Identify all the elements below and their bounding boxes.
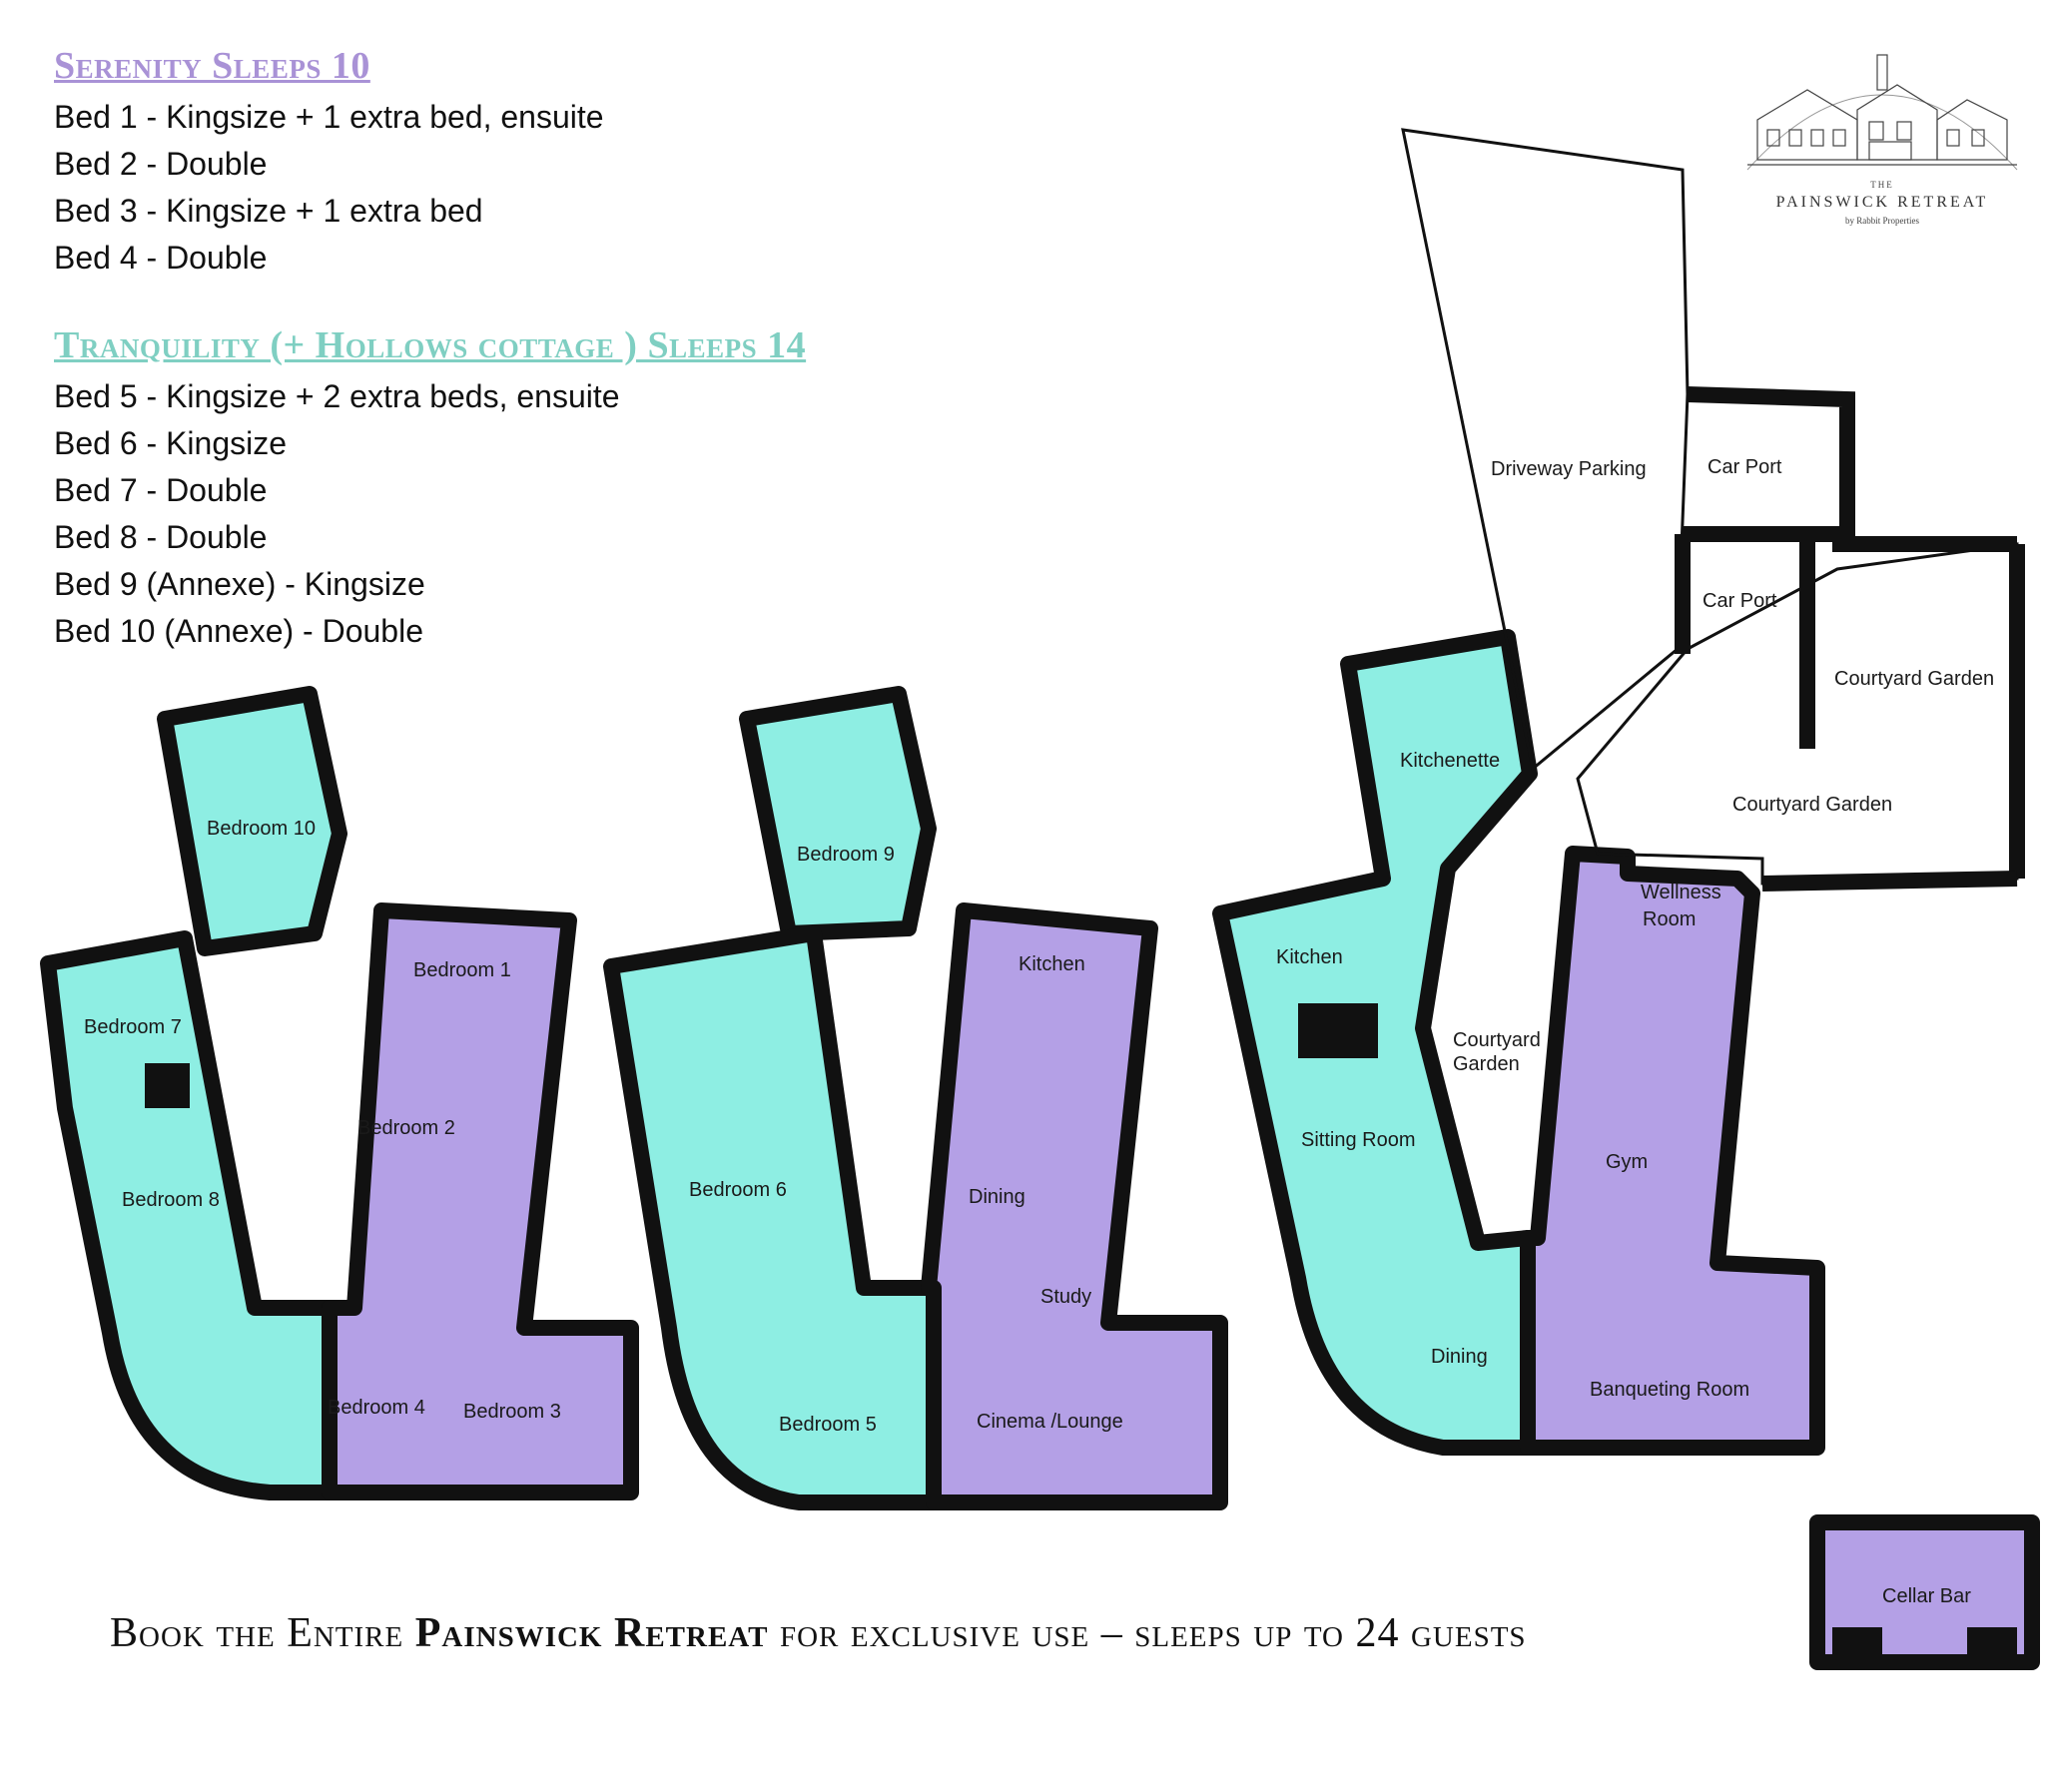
car-port-2-label: Car Port: [1703, 590, 1777, 612]
bedroom-8-label: Bedroom 8: [122, 1189, 220, 1211]
legend: Serenity Sleeps 10 Bed 1 - Kingsize + 1 …: [54, 44, 953, 655]
tagline: Book the Entire Painswick Retreat for ex…: [110, 1609, 1767, 1657]
tagline-suffix: for exclusive use – sleeps up to 24 gues…: [768, 1610, 1527, 1656]
bedroom-10-area: [157, 686, 347, 956]
bed-7-line: Bed 7 - Double: [54, 472, 268, 508]
courtyard-garden-small-label-1: Courtyard: [1453, 1029, 1541, 1051]
bedroom-5-6-wing: [603, 925, 942, 1510]
kitchen-b-label: Kitchen: [1276, 946, 1343, 968]
courtyard-garden-label: Courtyard Garden: [1732, 794, 1892, 816]
bedroom-7-8-wing: [40, 930, 338, 1500]
gym-label: Gym: [1606, 1151, 1648, 1173]
bedroom-6-label: Bedroom 6: [689, 1179, 787, 1201]
car-port-1-label: Car Port: [1707, 456, 1782, 478]
bedroom-5-label: Bedroom 5: [779, 1414, 877, 1436]
bedroom-1-4-wing: [322, 902, 639, 1500]
bed-8-line: Bed 8 - Double: [54, 519, 268, 555]
bedroom-3-label: Bedroom 3: [463, 1401, 561, 1423]
bed-2-line: Bed 2 - Double: [54, 146, 268, 182]
bed-6-line: Bed 6 - Kingsize: [54, 425, 288, 461]
bedroom-4-label: Bedroom 4: [328, 1397, 425, 1419]
courtyard-garden-small-label-2: Garden: [1453, 1053, 1520, 1075]
tagline-brand: Painswick Retreat: [414, 1610, 769, 1656]
bedroom-2-label: Bedroom 2: [357, 1117, 455, 1139]
bedroom-1-label: Bedroom 1: [413, 959, 511, 981]
tagline-prefix: Book the Entire: [110, 1610, 415, 1656]
dining-a-label: Dining: [969, 1186, 1025, 1208]
bed-1-line: Bed 1 - Kingsize + 1 extra bed, ensuite: [54, 99, 604, 135]
gym-banqueting-wing: [1520, 846, 1825, 1456]
courtyard-garden-outline: [1576, 542, 2019, 886]
cinema-label: Cinema /Lounge: [977, 1411, 1123, 1433]
driveway-outline: [1401, 128, 1690, 772]
logo-name: PAINSWICK RETREAT: [1775, 194, 1989, 211]
banqueting-room-label: Banqueting Room: [1590, 1379, 1749, 1401]
car-port-walls: [1683, 386, 1855, 542]
logo-the: THE: [1870, 180, 1894, 190]
bed-9-line: Bed 9 (Annexe) - Kingsize: [54, 566, 425, 602]
dining-b-label: Dining: [1431, 1346, 1488, 1368]
wellness-room-label-1: Wellness: [1641, 882, 1721, 903]
bed-3-line: Bed 3 - Kingsize + 1 extra bed: [54, 193, 483, 229]
study-label: Study: [1040, 1286, 1091, 1308]
bedroom-7-label: Bedroom 7: [84, 1016, 182, 1038]
cellar-bar-label: Cellar Bar: [1882, 1585, 1971, 1607]
driveway-parking-label: Driveway Parking: [1491, 458, 1647, 480]
serenity-heading: Serenity Sleeps 10: [54, 45, 370, 87]
tranquility-heading: Tranquility (+ Hollows cottage ) Sleeps …: [54, 324, 807, 366]
bedroom-9-area: [739, 686, 937, 941]
bed-5-line: Bed 5 - Kingsize + 2 extra beds, ensuite: [54, 378, 620, 414]
logo-byline: by Rabbit Properties: [1845, 216, 1919, 226]
bedroom-10-label: Bedroom 10: [207, 818, 316, 840]
bed-4-line: Bed 4 - Double: [54, 240, 268, 276]
bedroom-9-label: Bedroom 9: [797, 844, 895, 866]
kitchen-a-label: Kitchen: [1019, 953, 1085, 975]
kitchen-cinema-wing: [921, 902, 1228, 1510]
house-sketch-icon: [1746, 54, 2018, 171]
painswick-retreat-logo: THE PAINSWICK RETREAT by Rabbit Properti…: [1727, 30, 2037, 240]
bed-10-line: Bed 10 (Annexe) - Double: [54, 613, 423, 649]
sitting-room-label: Sitting Room: [1301, 1129, 1416, 1151]
courtyard-garden-right-label: Courtyard Garden: [1834, 668, 1994, 690]
kitchenette-label: Kitchenette: [1400, 750, 1500, 772]
wellness-room-label-2: Room: [1643, 908, 1696, 930]
